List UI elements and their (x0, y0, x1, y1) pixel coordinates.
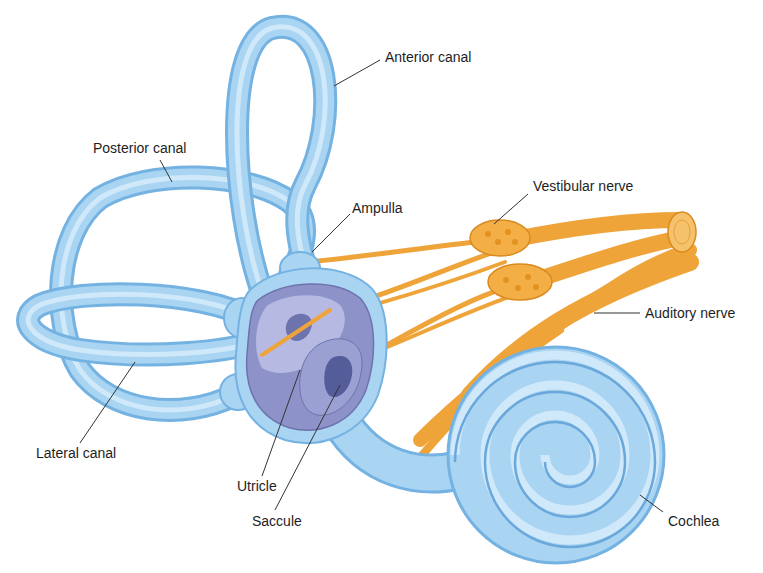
part-label: Lateral canal (36, 444, 116, 462)
part-label: Ampulla (352, 199, 403, 217)
part-label: Saccule (252, 512, 302, 530)
leader-lines (80, 60, 663, 512)
part-label: Posterior canal (93, 139, 186, 157)
part-label: Utricle (237, 477, 277, 495)
cochlea-shape (340, 347, 664, 563)
part-label: Cochlea (668, 512, 719, 530)
part-label: Anterior canal (385, 48, 471, 66)
part-label: Vestibular nerve (533, 177, 633, 195)
vestibular-ganglion (470, 220, 552, 300)
nerve-stump (668, 212, 696, 252)
part-label: Auditory nerve (645, 304, 735, 322)
vestibule (220, 252, 387, 443)
